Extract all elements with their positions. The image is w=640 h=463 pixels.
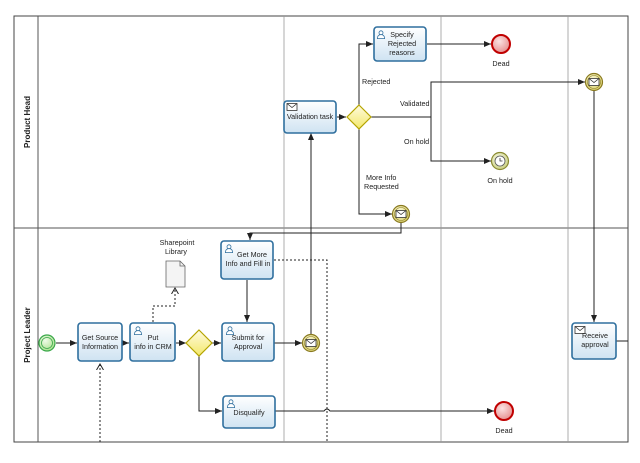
event-label-dead-bottom: Dead xyxy=(495,426,512,435)
document-icon xyxy=(165,260,186,288)
gateway-qualify-decision[interactable] xyxy=(185,329,213,357)
envelope-icon xyxy=(286,103,298,111)
start-event-inner-ring xyxy=(41,337,53,349)
flow-disqualify-to-dead xyxy=(275,408,494,414)
message-event-submit[interactable] xyxy=(301,333,321,353)
task-label-line: approval xyxy=(581,340,609,349)
artifact-label: Library xyxy=(165,247,187,256)
end-event-dead-top[interactable] xyxy=(491,34,511,54)
task-validation[interactable]: Validation task xyxy=(283,100,337,134)
gateway-validation-decision[interactable] xyxy=(346,104,372,130)
task-label-line: Specify xyxy=(390,30,414,39)
task-submit-for-approval[interactable]: Submit for Approval xyxy=(221,322,275,362)
flow-gateway-to-disqualify xyxy=(198,356,222,414)
task-label-line: info in CRM xyxy=(134,342,172,351)
task-label-line: reasons xyxy=(389,48,415,57)
flow-gateway-more-info xyxy=(358,129,392,217)
flow-label-rejected: Rejected xyxy=(362,77,390,86)
task-put-info-in-crm[interactable]: Put info in CRM xyxy=(129,322,176,362)
task-disqualify[interactable]: Disqualify xyxy=(222,395,276,429)
flow-gateway-on-hold xyxy=(430,117,491,164)
flow-label-validated: Validated xyxy=(400,99,429,108)
artifact-label: Sharepoint xyxy=(160,238,195,247)
task-label-line: Submit for xyxy=(232,333,265,342)
gateway-diamond xyxy=(185,329,213,357)
gateway-diamond xyxy=(346,104,372,130)
task-get-source-information[interactable]: Get Source Information xyxy=(77,322,123,362)
task-label-line: Info and Fill in xyxy=(226,259,271,268)
task-specify-rejected-reasons[interactable]: Specify Rejected reasons xyxy=(373,26,427,62)
event-label-on-hold: On hold xyxy=(487,176,512,185)
task-label-line: Receive xyxy=(582,331,608,340)
sharepoint-library-document[interactable] xyxy=(165,260,186,288)
event-label-dead-top: Dead xyxy=(492,59,509,68)
task-label-line: Get More xyxy=(237,250,267,259)
task-label-line: Put xyxy=(148,333,159,342)
association-crm-to-sharepoint xyxy=(152,288,175,322)
message-event-validated[interactable] xyxy=(584,72,604,92)
message-event-more-info[interactable] xyxy=(391,204,411,224)
timer-event-on-hold[interactable] xyxy=(490,151,510,171)
message-flows xyxy=(100,259,328,442)
start-event[interactable] xyxy=(38,334,56,352)
flow-label-more-info: More Info xyxy=(366,173,396,182)
flow-gateway-validated xyxy=(371,79,585,118)
envelope-icon xyxy=(395,210,407,218)
task-label-line: Approval xyxy=(234,342,263,351)
task-receive-approval[interactable]: Receive approval xyxy=(571,322,617,360)
lane-label-product-head: Product Head xyxy=(23,96,32,148)
clock-hands-icon xyxy=(499,158,503,162)
pool-border xyxy=(13,15,629,443)
end-event-dead-bottom[interactable] xyxy=(494,401,514,421)
flow-more-info-to-get-more-info xyxy=(247,222,402,240)
task-label-line: Rejected xyxy=(388,39,416,48)
task-label-line: Get Source xyxy=(82,333,118,342)
flow-label-on-hold: On hold xyxy=(404,137,429,146)
task-get-more-info[interactable]: Get More Info and Fill in xyxy=(220,240,274,280)
envelope-icon xyxy=(588,78,600,86)
flow-label-more-info: Requested xyxy=(364,182,399,191)
flow-gateway-to-specify xyxy=(358,41,373,105)
lane-label-project-leader: Project Leader xyxy=(23,307,32,363)
task-label-line: Validation task xyxy=(287,112,334,121)
message-flow-get-more-info-out xyxy=(274,259,328,442)
envelope-icon xyxy=(305,339,317,347)
task-label-line: Disqualify xyxy=(233,408,265,417)
pool: Product Head Project Leader xyxy=(13,15,629,443)
task-label-line: Information xyxy=(82,342,118,351)
